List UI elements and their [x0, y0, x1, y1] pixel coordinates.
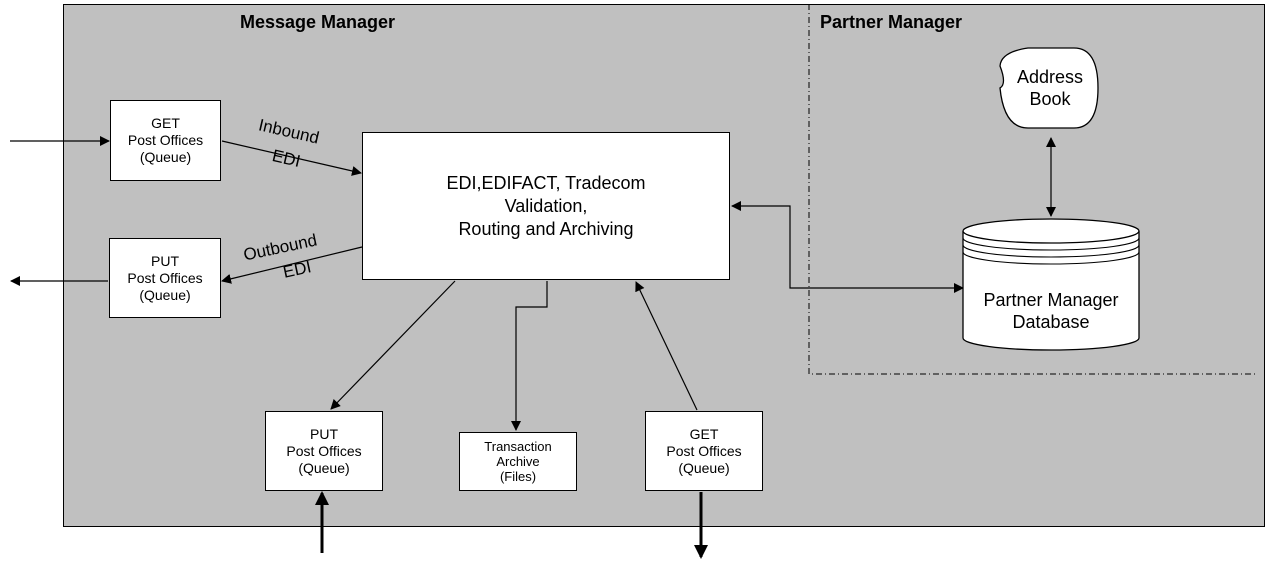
put-bottom-line-2: Post Offices — [286, 442, 362, 459]
core-line-1: EDI,EDIFACT, Tradecom — [446, 172, 646, 193]
core-line-2: Validation, — [504, 195, 588, 216]
put-left-line-2: Post Offices — [127, 269, 203, 286]
get-post-offices-bottom: GET Post Offices (Queue) — [645, 411, 763, 491]
put-bottom-line-1: PUT — [310, 425, 338, 442]
database-line-2: Database — [1012, 312, 1090, 332]
get-left-line-1: GET — [151, 115, 180, 131]
address-book-line-1: Address — [1016, 67, 1084, 87]
get-left-line-3: (Queue) — [139, 149, 192, 165]
get-bottom-line-3: (Queue) — [678, 459, 730, 476]
put-bottom-line-3: (Queue) — [298, 459, 350, 476]
get-left-line-2: Post Offices — [127, 132, 204, 148]
get-post-offices-left: GET Post Offices (Queue) — [110, 100, 221, 181]
put-post-offices-left: PUT Post Offices (Queue) — [109, 238, 221, 318]
archive-line-3: (Files) — [499, 469, 537, 484]
edi-processing-box: EDI,EDIFACT, Tradecom Validation, Routin… — [362, 132, 730, 280]
get-bottom-line-2: Post Offices — [666, 442, 742, 459]
archive-line-1: Transaction — [484, 439, 552, 454]
put-left-line-3: (Queue) — [139, 286, 191, 303]
address-book-line-2: Book — [1029, 89, 1071, 109]
get-bottom-line-1: GET — [689, 425, 719, 442]
partner-database-label: Partner Manager Database — [963, 289, 1139, 333]
transaction-archive-box: Transaction Archive (Files) — [459, 432, 577, 491]
message-manager-title: Message Manager — [240, 12, 396, 32]
put-post-offices-bottom: PUT Post Offices (Queue) — [265, 411, 383, 491]
address-book-label: Address Book — [995, 66, 1105, 110]
core-line-3: Routing and Archiving — [458, 218, 634, 239]
put-left-line-1: PUT — [151, 252, 179, 269]
partner-manager-title: Partner Manager — [820, 12, 963, 32]
archive-line-2: Archive — [496, 454, 540, 469]
database-line-1: Partner Manager — [983, 290, 1119, 310]
